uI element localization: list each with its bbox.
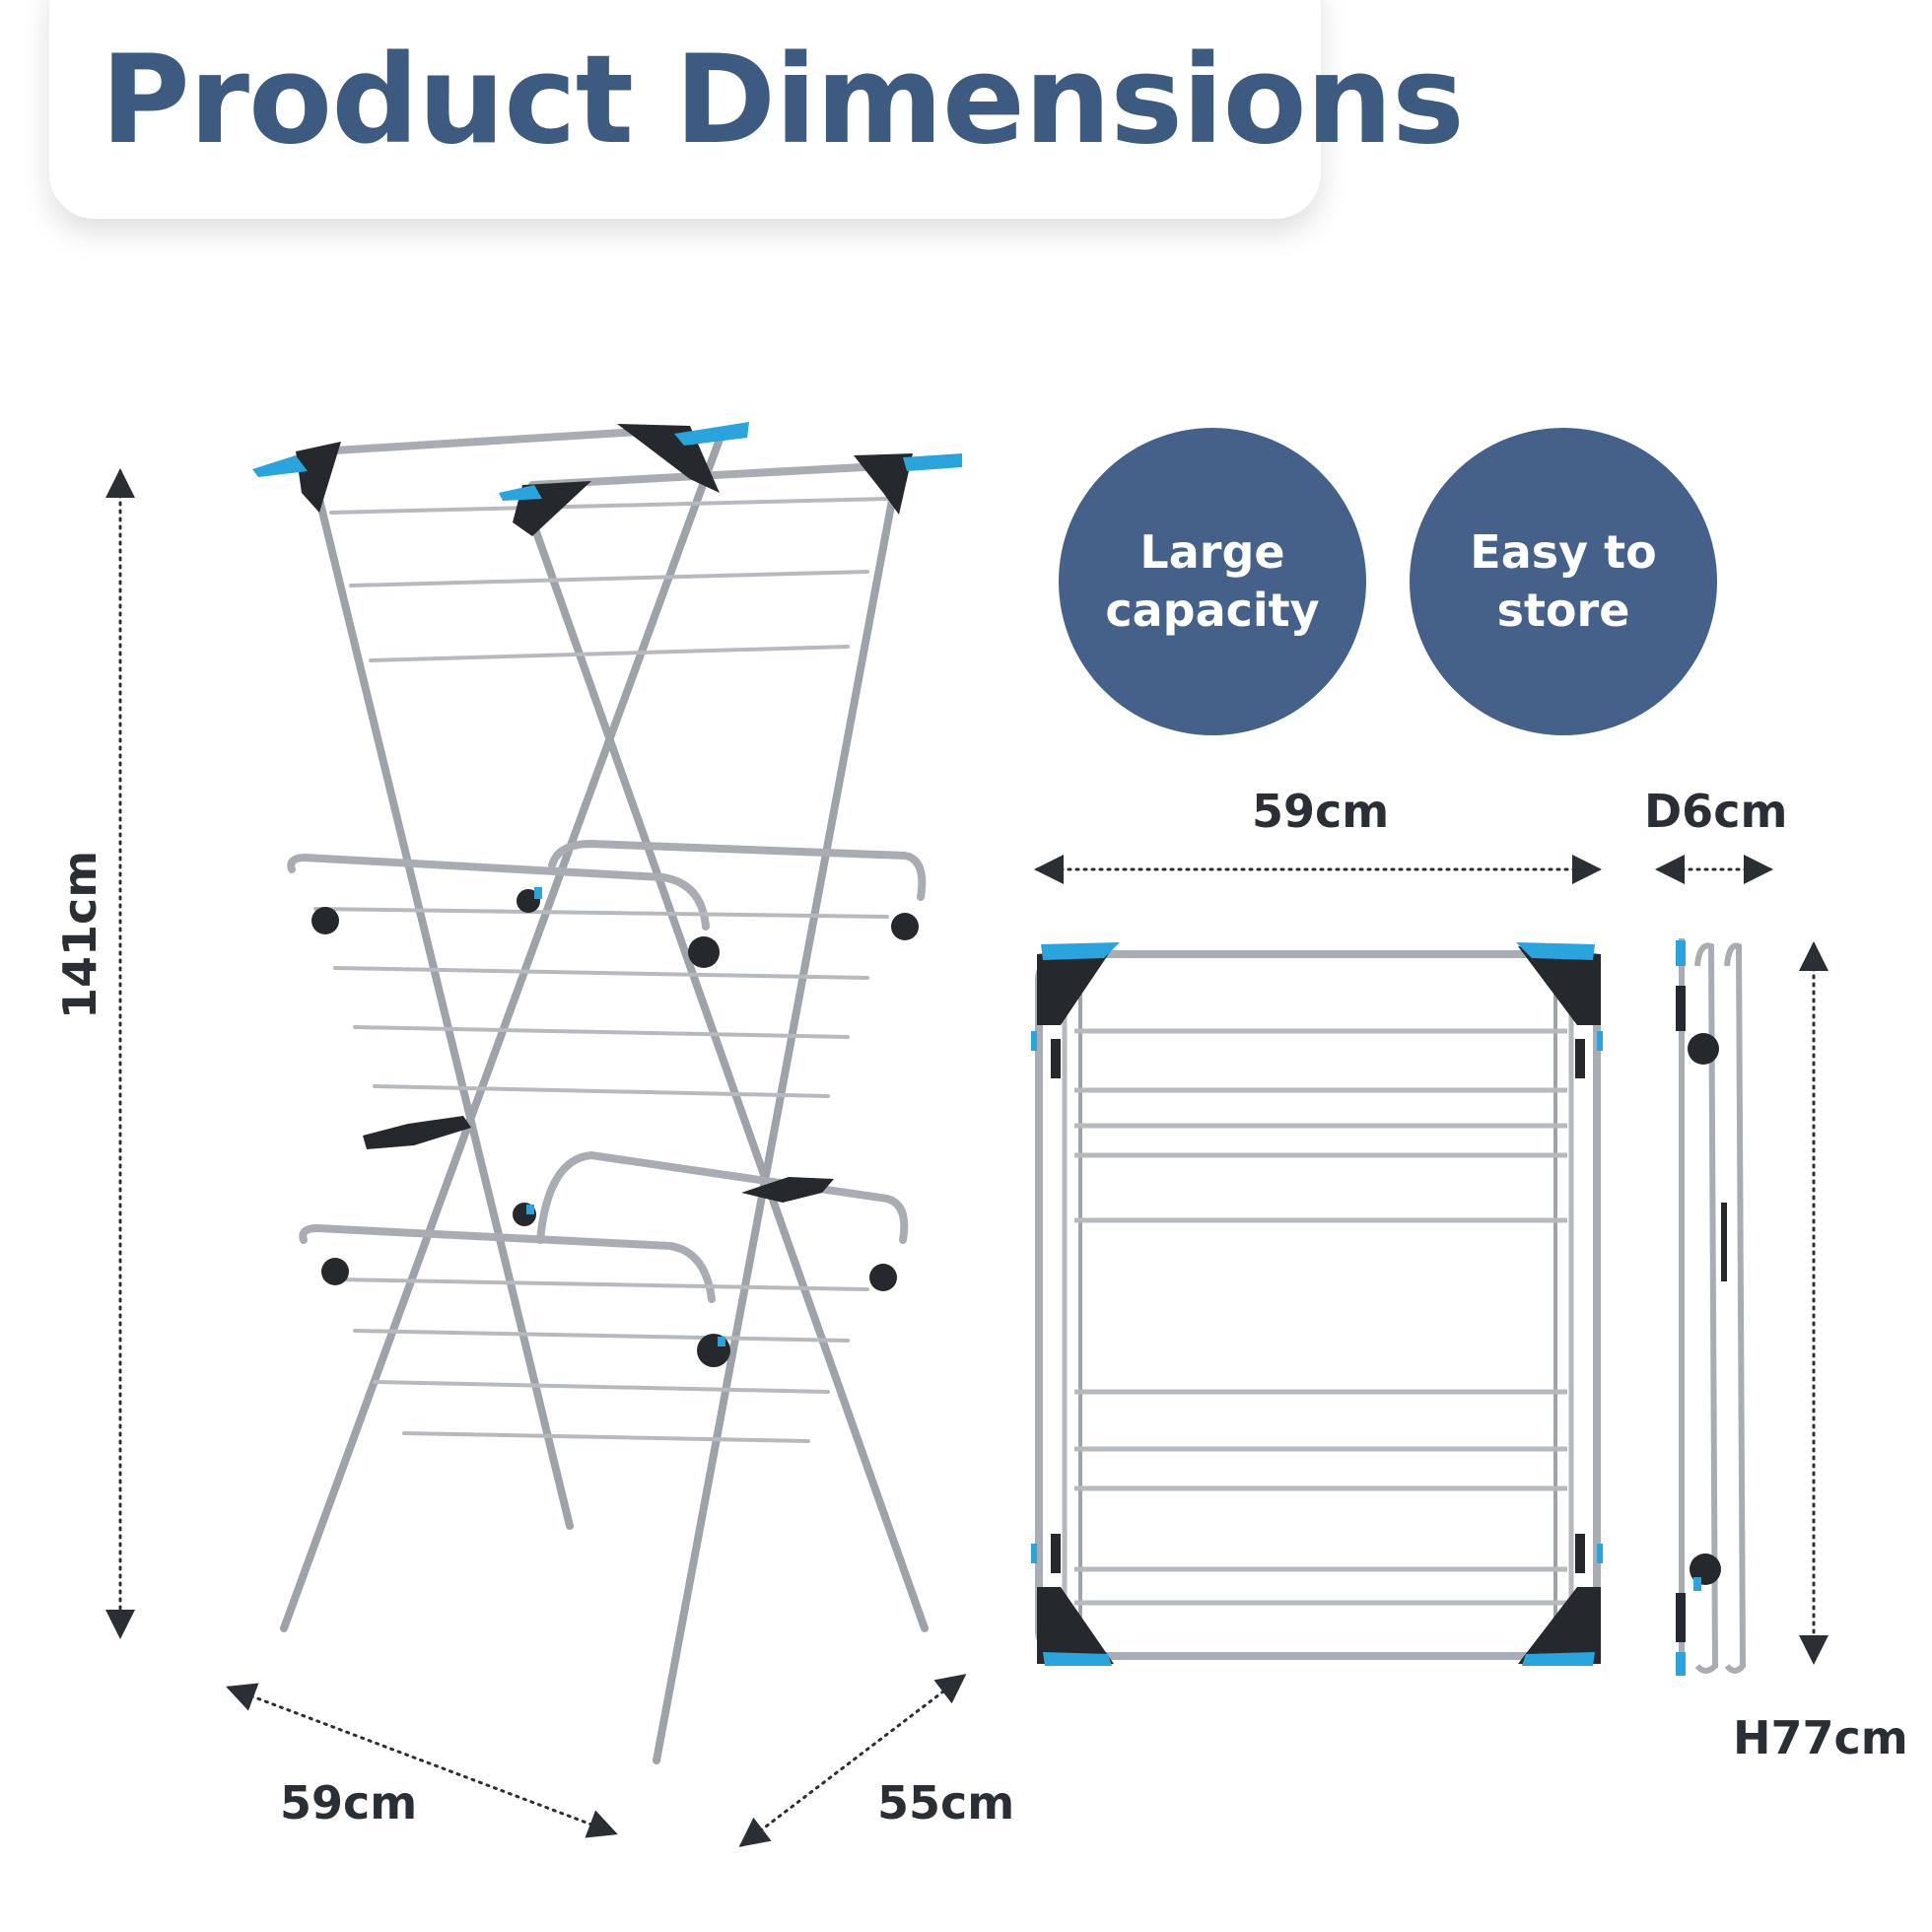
folded-airer-front <box>1031 942 1603 1666</box>
depth-label: 55cm <box>877 1776 1015 1829</box>
bottom-tier-bars <box>333 1277 869 1443</box>
top-tier-bars <box>329 497 889 662</box>
folded-width-label: 59cm <box>1252 785 1390 838</box>
badge-line: Easy to <box>1470 525 1657 580</box>
middle-tier <box>287 839 927 931</box>
folded-height-label: H77cm <box>1733 1711 1908 1764</box>
bottom-tier <box>299 1150 909 1303</box>
width-label: 59cm <box>280 1776 418 1829</box>
badge-line: store <box>1496 584 1630 637</box>
folded-airer-side <box>1676 938 1747 1676</box>
folded-corners <box>1037 946 1601 1664</box>
width-dimension-line <box>226 1683 618 1838</box>
top-tier <box>315 426 903 489</box>
badge-line: Large <box>1139 525 1285 580</box>
folded-depth-label: D6cm <box>1644 785 1788 838</box>
title-card <box>49 0 1321 219</box>
open-airer <box>252 422 962 1764</box>
page-title: Product Dimensions <box>101 30 1465 172</box>
folded-bars <box>1074 1028 1567 1606</box>
airer-hinges <box>296 424 919 1367</box>
depth-dimension-line <box>738 1674 967 1847</box>
dimension-lines <box>105 468 1828 1847</box>
middle-tier-bars <box>313 907 889 1098</box>
badge-large-capacity: Large capacity <box>1059 428 1366 735</box>
badge-line: capacity <box>1105 584 1320 637</box>
airer-peg-accents <box>252 422 962 1346</box>
folded-accents <box>1031 942 1603 1666</box>
height-label: 141cm <box>53 850 106 1019</box>
badge-easy-to-store: Easy to store <box>1410 428 1717 735</box>
